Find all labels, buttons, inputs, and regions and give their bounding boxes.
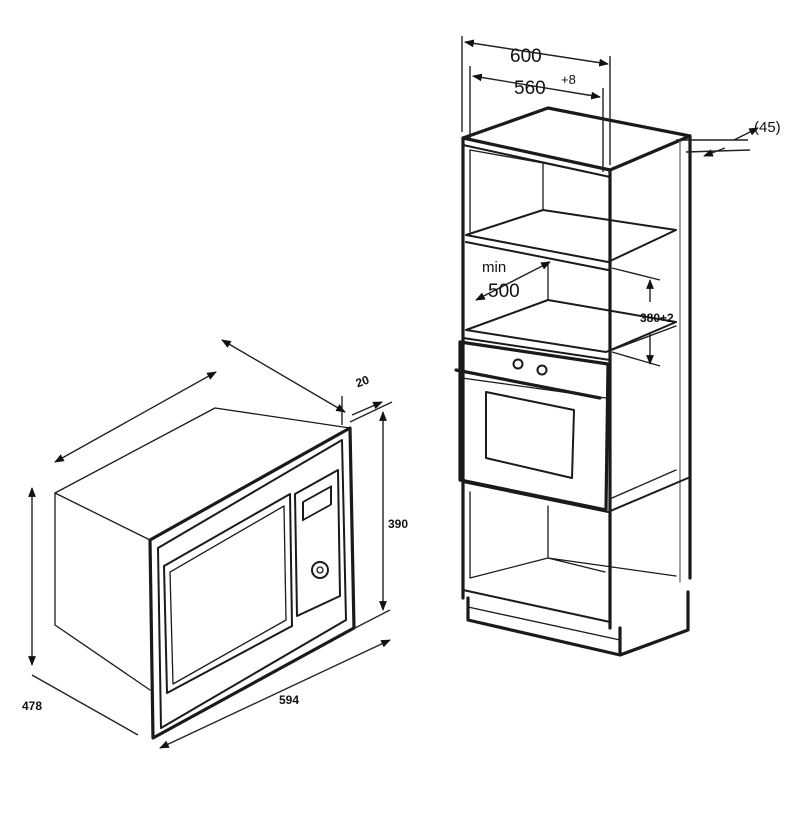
oven-knob-right <box>536 364 548 376</box>
dim-arrow-45-out <box>733 127 759 141</box>
lower-shelf-front <box>462 589 611 623</box>
plinth-line <box>467 606 621 641</box>
label-380: 380+2 <box>640 311 674 325</box>
dim-ext-380-bot <box>611 351 661 367</box>
label-560: 560 <box>514 78 546 99</box>
dim-ext-380-top <box>611 267 661 281</box>
label-600: 600 <box>510 46 542 67</box>
dim-ext-depth <box>31 674 139 736</box>
oven-handle <box>454 368 602 400</box>
niche-floor-front <box>462 337 611 361</box>
label-500: 500 <box>488 281 520 302</box>
microwave-control-panel <box>294 469 341 617</box>
label-45: (45) <box>754 119 781 136</box>
microwave-display <box>302 485 332 522</box>
cabinet-plinth <box>466 590 690 657</box>
label-560-tol: +8 <box>561 72 576 87</box>
label-depth: 478 <box>22 699 42 713</box>
dim-line-600 <box>464 39 609 67</box>
lower-divider <box>462 477 689 513</box>
lower-compartment <box>469 491 677 579</box>
label-height: 390 <box>388 517 408 531</box>
dim-ext-height-bot <box>354 609 391 629</box>
upper-shelf-front <box>465 241 609 271</box>
oven-side <box>611 325 677 499</box>
oven-front <box>458 340 610 512</box>
microwave-knob-center <box>316 566 324 574</box>
niche-back <box>547 261 606 311</box>
microwave-side <box>54 492 151 691</box>
niche-floor <box>465 299 677 353</box>
microwave-drawing: 478 594 390 20 <box>22 339 408 749</box>
microwave-window-inner <box>169 505 287 685</box>
upper-shelf <box>465 209 677 263</box>
upper-compartment <box>469 149 606 233</box>
cabinet-top <box>461 106 692 172</box>
microwave-frame <box>148 426 356 740</box>
label-min: min <box>482 259 506 276</box>
dim-line-min500 <box>475 261 551 301</box>
dim-line-560 <box>472 73 601 100</box>
oven-knob-left <box>512 358 524 370</box>
microwave-knob <box>311 561 329 579</box>
dim-line-frame <box>351 401 383 416</box>
dim-arrow-45-in <box>703 147 726 157</box>
dim-line-top <box>54 371 217 463</box>
dim-ext-height-top <box>349 401 393 423</box>
dim-line-width <box>159 639 391 749</box>
cabinet-drawing: 600 560 +8 (45) min 500 380+2 <box>454 36 781 657</box>
oven-window <box>485 391 575 479</box>
microwave-body <box>54 407 351 541</box>
dim-line-top-depth <box>221 339 346 413</box>
label-frame: 20 <box>354 373 372 391</box>
label-width: 594 <box>279 693 299 707</box>
